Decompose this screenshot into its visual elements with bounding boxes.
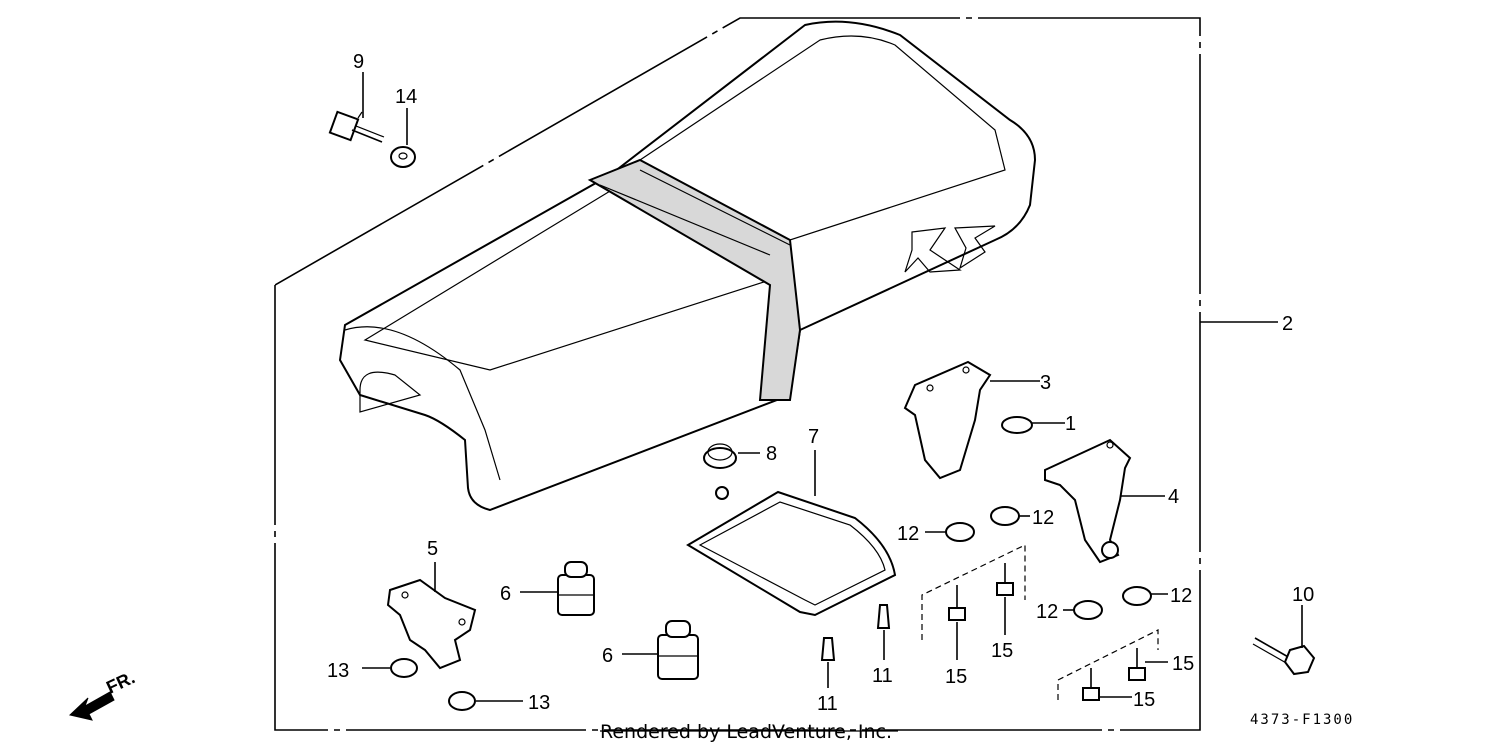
damper-part-6b: [622, 620, 699, 680]
nut-part-12c: [1063, 600, 1103, 620]
nut-part-13b: [448, 691, 523, 711]
bracket-part-4: [1044, 438, 1165, 564]
callout-11b: 11: [817, 693, 838, 715]
nut-part-12a: [925, 522, 975, 542]
callout-12b: 12: [1032, 507, 1054, 529]
xl-logo: [904, 225, 996, 273]
callout-6a: 6: [500, 583, 511, 605]
cushion-part-1: [1001, 416, 1065, 434]
callout-14: 14: [395, 86, 417, 108]
front-direction-arrow-icon: FR.: [68, 667, 138, 721]
callout-13b: 13: [528, 692, 550, 714]
bracket-part-5: [386, 562, 477, 670]
nut-part-12b: [990, 506, 1030, 526]
callout-7: 7: [808, 426, 819, 448]
callout-11a: 11: [872, 665, 893, 687]
callout-4: 4: [1168, 486, 1179, 508]
nut-part-13a: [362, 658, 418, 678]
assembly-frame: [274, 17, 1278, 731]
callout-15a: 15: [991, 640, 1013, 662]
callout-15c: 15: [1172, 653, 1194, 675]
callout-12a: 12: [897, 523, 919, 545]
callout-9: 9: [353, 51, 364, 73]
screw-part-11a: [876, 604, 891, 660]
credit-text: Rendered by LeadVenture, Inc.: [600, 721, 892, 743]
bolt-part-9: [328, 72, 385, 143]
callout-1: 1: [1065, 413, 1076, 435]
callout-13a: 13: [327, 660, 349, 682]
callout-15d: 15: [1133, 689, 1155, 711]
callout-labels: 9 14 2 3 1 7 8 4 12 12 5 6 6 10 12 12 15…: [327, 51, 1314, 715]
callout-5: 5: [427, 538, 438, 560]
tray-part-7: [686, 450, 897, 617]
callout-6b: 6: [602, 645, 613, 667]
diagram-code: 4373-F1300: [1250, 712, 1354, 728]
callout-2: 2: [1282, 313, 1293, 335]
bracket-part-3: [903, 360, 1040, 480]
grommet-part-8: [703, 443, 760, 469]
bolt-group-15a: [921, 544, 1026, 660]
callout-10: 10: [1292, 584, 1314, 606]
bolt-group-15b: [1057, 629, 1168, 701]
washer-part-14: [390, 108, 416, 168]
callout-12c: 12: [1036, 601, 1058, 623]
callout-8: 8: [766, 443, 777, 465]
screw-part-11b: [820, 637, 836, 688]
nut-part-12d: [1122, 586, 1168, 606]
callout-12d: 12: [1170, 585, 1192, 607]
seat-assembly: [338, 20, 1037, 512]
callout-15b: 15: [945, 666, 967, 688]
callout-3: 3: [1040, 372, 1051, 394]
bolt-part-10: [1252, 605, 1316, 676]
damper-part-6a: [520, 561, 595, 616]
